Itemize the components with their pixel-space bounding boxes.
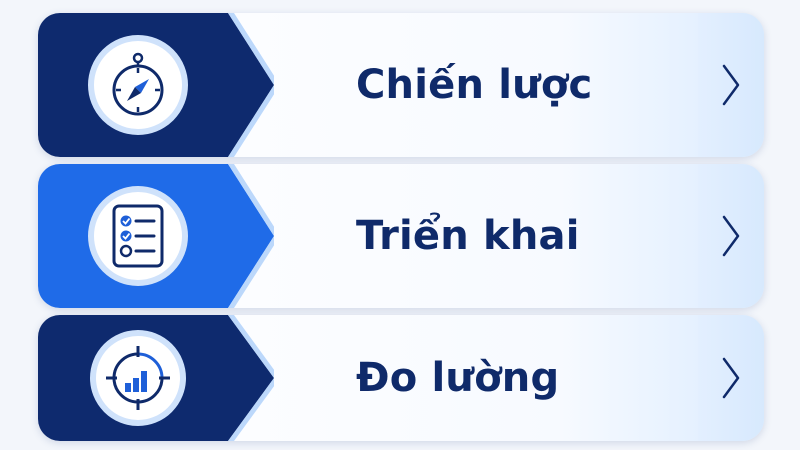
icon-circle [90,330,186,426]
menu-item-label: Triển khai [356,213,580,259]
chevron-right-icon [722,357,740,399]
compass-icon [112,52,164,116]
right-band [698,164,764,308]
icon-panel [38,164,274,308]
chevron-right-icon [722,64,740,106]
icon-circle [88,186,188,286]
checklist-icon [112,204,164,268]
icon-panel [38,13,274,157]
menu-item-label: Đo lường [356,355,560,401]
menu-item-do-luong[interactable]: Đo lường [38,315,764,441]
target-chart-icon [106,346,170,410]
menu-item-trien-khai[interactable]: Triển khai [38,164,764,308]
right-band [698,315,764,441]
chevron-right-icon [722,215,740,257]
menu-item-chien-luoc[interactable]: Chiến lược [38,13,764,157]
icon-circle [88,35,188,135]
menu-item-label: Chiến lược [356,62,593,108]
icon-panel [38,315,274,441]
right-band [698,13,764,157]
